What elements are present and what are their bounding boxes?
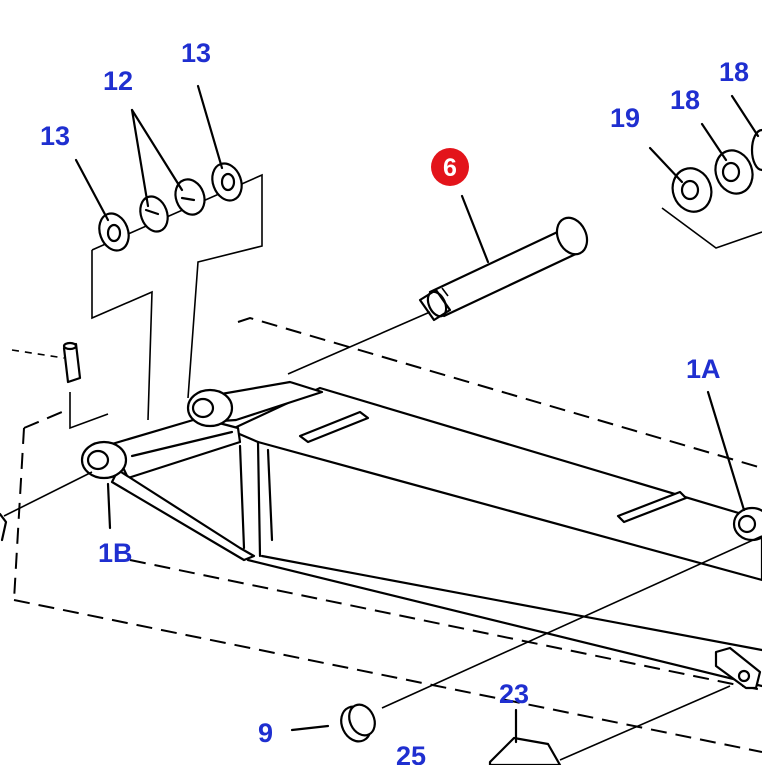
callout-6: 6 — [443, 154, 457, 182]
frame-outlines — [11, 173, 762, 753]
callout-23: 23 — [499, 679, 529, 709]
pin-part-6 — [287, 216, 589, 375]
callout-18-b: 18 — [719, 57, 749, 87]
leader-lines — [3, 84, 760, 744]
dowel-pin — [62, 341, 82, 384]
callout-9: 9 — [258, 718, 273, 748]
callout-25: 25 — [396, 741, 426, 765]
callout-13-left: 13 — [40, 121, 70, 151]
callout-labels: 13 12 13 6 19 18 18 1A 1B 9 23 25 — [40, 38, 749, 765]
callout-1A: 1A — [686, 354, 721, 384]
callout-12: 12 — [103, 66, 133, 96]
callout-13-top: 13 — [181, 38, 211, 68]
callout-1B: 1B — [98, 538, 133, 568]
washers-18-19 — [671, 128, 762, 213]
callout-19: 19 — [610, 103, 640, 133]
highlight-badge-6 — [431, 148, 469, 186]
callout-18-a: 18 — [670, 85, 700, 115]
bushing-part-9 — [340, 535, 762, 761]
arm-structure — [0, 380, 762, 765]
